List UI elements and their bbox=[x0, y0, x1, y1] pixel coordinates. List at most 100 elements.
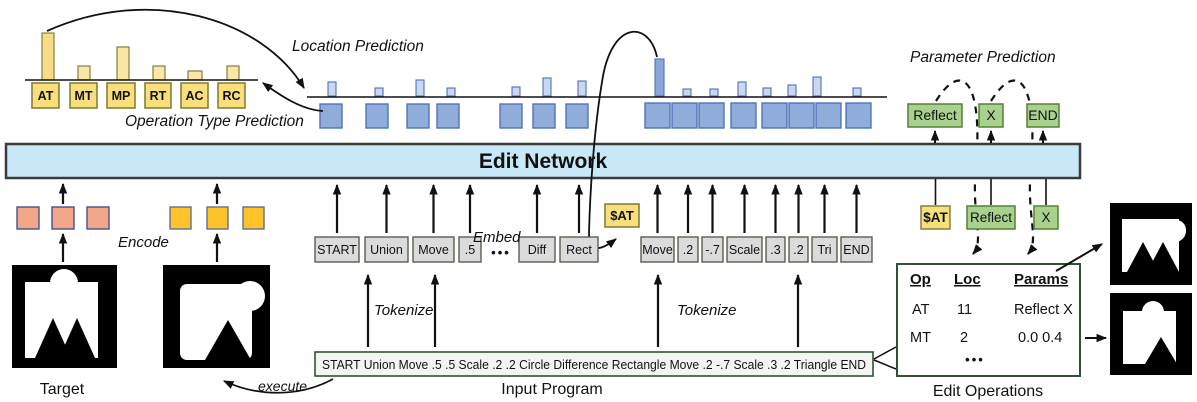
embedding-to-op-curve bbox=[262, 82, 324, 112]
embedding-square bbox=[319, 103, 343, 129]
target-encoding-square bbox=[16, 206, 40, 230]
inserted-token-label: $AT bbox=[610, 208, 634, 223]
op-type-bar bbox=[226, 65, 240, 81]
token-box bbox=[788, 236, 809, 263]
execute-label: execute bbox=[258, 378, 307, 394]
op-type-bar bbox=[116, 46, 130, 81]
embedding-square bbox=[730, 102, 757, 129]
embed-label: Embed bbox=[473, 229, 521, 246]
token-label: Diff bbox=[528, 243, 547, 257]
token-ellipsis: ••• bbox=[491, 245, 511, 260]
encoder-squares bbox=[16, 206, 265, 230]
target-image bbox=[12, 265, 117, 368]
op-to-location-curve bbox=[46, 8, 305, 89]
token-box bbox=[314, 236, 360, 263]
token-label: Rect bbox=[566, 243, 592, 257]
param-output-label: X bbox=[986, 107, 996, 123]
op-type-bar bbox=[41, 32, 55, 81]
location-bars bbox=[327, 58, 862, 97]
render-encoding-square bbox=[242, 206, 265, 230]
param-input-box bbox=[1033, 205, 1059, 230]
input-render-image bbox=[163, 265, 270, 368]
location-bar bbox=[852, 87, 862, 97]
token-box bbox=[765, 236, 786, 263]
tokenize-label-left: Tokenize bbox=[374, 302, 434, 319]
edited-result-image-top bbox=[1110, 203, 1192, 285]
inserted-token-box bbox=[604, 203, 640, 228]
token-box bbox=[840, 236, 873, 263]
table-cell: Reflect X bbox=[1014, 302, 1073, 318]
edited-result-image-bottom bbox=[1110, 293, 1192, 375]
location-bar bbox=[787, 84, 797, 97]
param-output-box bbox=[1026, 103, 1060, 128]
token-box bbox=[412, 236, 455, 263]
embedding-square bbox=[644, 102, 671, 129]
operation-type-prediction-label: Operation Type Prediction bbox=[125, 113, 304, 130]
token-label: .2 bbox=[683, 243, 693, 257]
tokenize-arrows bbox=[363, 273, 803, 347]
embedding-square bbox=[788, 102, 815, 129]
op-type-box bbox=[144, 82, 172, 109]
location-bar bbox=[327, 81, 337, 97]
target-encoding-square bbox=[86, 206, 110, 230]
param-output-box bbox=[907, 103, 963, 128]
location-chart: Location Prediction bbox=[292, 38, 887, 98]
param-input-box bbox=[920, 205, 951, 230]
token-box bbox=[726, 236, 763, 263]
op-type-bar bbox=[187, 70, 203, 81]
embedding-square bbox=[499, 103, 523, 129]
table-cell: MT bbox=[910, 330, 931, 346]
location-bar bbox=[511, 86, 521, 97]
token-box bbox=[364, 236, 409, 263]
param-output-box bbox=[978, 103, 1004, 128]
token-arrows bbox=[332, 183, 861, 233]
table-to-top-image-arrow bbox=[1055, 243, 1103, 272]
table-header: Op bbox=[910, 271, 931, 288]
location-bar bbox=[415, 79, 425, 97]
token-label: Scale bbox=[729, 243, 760, 257]
input-program-box: START Union Move .5 .5 Scale .2 .2 Circl… bbox=[314, 351, 874, 377]
op-type-box-label: RT bbox=[150, 89, 167, 103]
edit-operations-label: Edit Operations bbox=[933, 383, 1043, 400]
token-label: Union bbox=[370, 243, 403, 257]
op-type-box-label: AT bbox=[38, 89, 54, 103]
op-type-box-label: RC bbox=[222, 89, 240, 103]
token-label: -.7 bbox=[705, 243, 720, 257]
token-label: Tri bbox=[817, 243, 831, 257]
token-box bbox=[811, 236, 838, 263]
token-box bbox=[458, 236, 482, 263]
table-cell: AT bbox=[912, 302, 930, 318]
table-cell: 2 bbox=[960, 330, 968, 346]
embedding-squares bbox=[319, 102, 872, 129]
token-label: .2 bbox=[793, 243, 803, 257]
op-type-bar bbox=[77, 65, 91, 81]
token-label: START bbox=[317, 243, 357, 257]
op-type-box bbox=[69, 82, 98, 109]
table-cell: 11 bbox=[957, 302, 972, 318]
param-output-label: Reflect bbox=[913, 107, 957, 123]
token-label: Move bbox=[642, 243, 673, 257]
location-bar bbox=[577, 80, 587, 97]
inserted-token-group: $AT bbox=[604, 203, 640, 228]
reflect-feedback-dashed-arrow bbox=[935, 79, 983, 255]
embedding-square bbox=[532, 103, 556, 129]
parameter-prediction-label: Parameter Prediction bbox=[910, 49, 1056, 66]
program-to-table-fork bbox=[873, 346, 897, 370]
op-type-box bbox=[217, 82, 246, 109]
op-type-bars bbox=[41, 32, 240, 81]
execute-arrow bbox=[223, 378, 334, 394]
edit-network-bar: Edit Network bbox=[4, 142, 1082, 180]
embedding-square bbox=[815, 102, 842, 129]
render-encoding-square bbox=[169, 206, 192, 230]
table-ellipsis: ••• bbox=[965, 352, 985, 367]
edit-network-rect bbox=[4, 142, 1082, 180]
location-bar bbox=[542, 77, 552, 97]
token-box bbox=[677, 236, 699, 263]
location-bar bbox=[812, 76, 822, 97]
location-bar bbox=[762, 87, 772, 97]
